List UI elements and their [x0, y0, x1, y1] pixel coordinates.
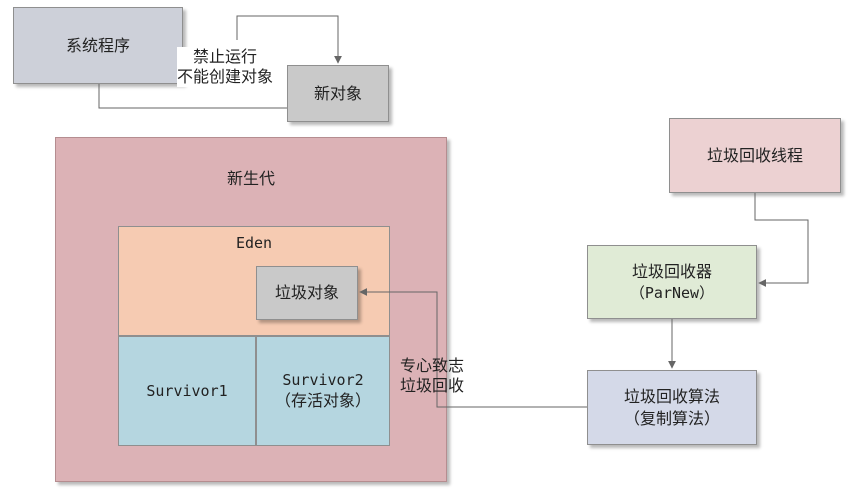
garbage-object-label: 垃圾对象: [274, 283, 339, 303]
new-object-box: 新对象: [287, 65, 389, 122]
system-program-box: 系统程序: [13, 7, 183, 84]
system-program-label: 系统程序: [65, 35, 130, 55]
young-generation-label: 新生代: [226, 169, 275, 188]
edge-label-focus-line1: 专心致志: [400, 356, 465, 375]
garbage-object-box: 垃圾对象: [256, 266, 358, 320]
gc-thread-label: 垃圾回收线程: [706, 145, 803, 165]
gc-algorithm-sublabel: （复制算法）: [623, 408, 720, 428]
gc-algorithm-label: 垃圾回收算法: [623, 386, 720, 406]
survivor2-sublabel: （存活对象）: [274, 391, 371, 411]
gc-thread-box: 垃圾回收线程: [669, 118, 841, 193]
gc-algorithm-box: 垃圾回收算法 （复制算法）: [587, 370, 757, 445]
edge-gc-thread-to-collector: [754, 193, 809, 287]
edge-label-focus-line2: 垃圾回收: [400, 376, 465, 395]
edge-label-forbid-line2: 不能创建对象: [177, 67, 274, 86]
new-object-label: 新对象: [313, 83, 362, 103]
edge-system-to-new-object-bottom: [98, 84, 287, 109]
eden-label: Eden: [235, 234, 273, 252]
edge-label-focus: 专心致志 垃圾回收: [400, 356, 464, 396]
survivor2-label: Survivor2: [282, 371, 364, 390]
survivor2-region: Survivor2 （存活对象）: [256, 336, 390, 446]
gc-collector-label: 垃圾回收器: [631, 262, 712, 282]
survivor1-region: Survivor1: [118, 336, 256, 446]
survivor1-label: Survivor1: [146, 381, 228, 400]
edge-label-forbid: 禁止运行 不能创建对象: [177, 47, 274, 87]
gc-collector-sublabel: （ParNew）: [629, 283, 715, 302]
edge-label-forbid-line1: 禁止运行: [193, 47, 258, 66]
gc-collector-box: 垃圾回收器 （ParNew）: [587, 245, 757, 319]
